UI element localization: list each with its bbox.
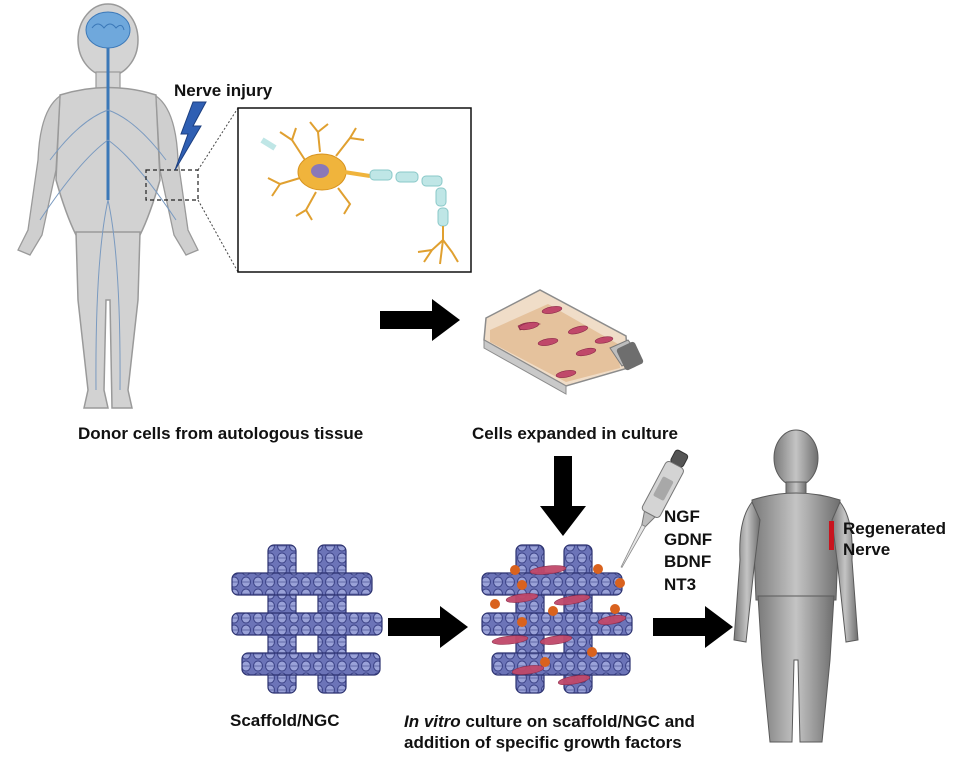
growth-factor-item: GDNF	[664, 529, 713, 549]
growth-factor-dots	[490, 564, 625, 667]
neuron-inset	[237, 107, 472, 273]
arrow-right-1	[380, 299, 460, 341]
in-vitro-line2: addition of specific growth factors	[404, 733, 682, 753]
human-anatomy-figure	[17, 3, 239, 409]
regenerated-nerve-mark	[829, 521, 834, 550]
growth-factor-item: BDNF	[664, 552, 712, 571]
injury-site-box	[145, 169, 199, 201]
scaffold-label: Scaffold/NGC	[230, 711, 340, 730]
regenerated-nerve-label: Regenerated Nerve	[843, 518, 946, 561]
growth-factor-list: NGF GDNF BDNF NT3	[664, 506, 712, 596]
scaffold-seeded	[481, 544, 633, 694]
regenerated-line1: Regenerated	[843, 519, 946, 538]
growth-factor-item: NT3	[664, 574, 697, 594]
nerve-injury-label: Nerve injury	[174, 81, 273, 100]
in-vitro-italic: In vitro	[404, 712, 461, 731]
brain-icon	[85, 11, 131, 49]
lightning-bolt-icon	[174, 101, 207, 171]
growth-factor-item: NGF	[664, 507, 700, 526]
human-silhouette	[733, 429, 859, 743]
arrow-right-3	[653, 606, 733, 648]
in-vitro-label: In vitro culture on scaffold/NGC and add…	[404, 711, 695, 754]
arrow-right-2	[388, 606, 468, 648]
pipette-icon	[620, 449, 689, 568]
cells-expanded-label: Cells expanded in culture	[472, 424, 678, 443]
arrow-down	[540, 456, 586, 536]
culture-flask	[483, 289, 644, 395]
donor-cells-label: Donor cells from autologous tissue	[78, 424, 364, 443]
in-vitro-rest: culture on scaffold/NGC and	[460, 712, 695, 731]
scaffold-plain	[231, 544, 383, 694]
regenerated-line2: Nerve	[843, 540, 891, 560]
